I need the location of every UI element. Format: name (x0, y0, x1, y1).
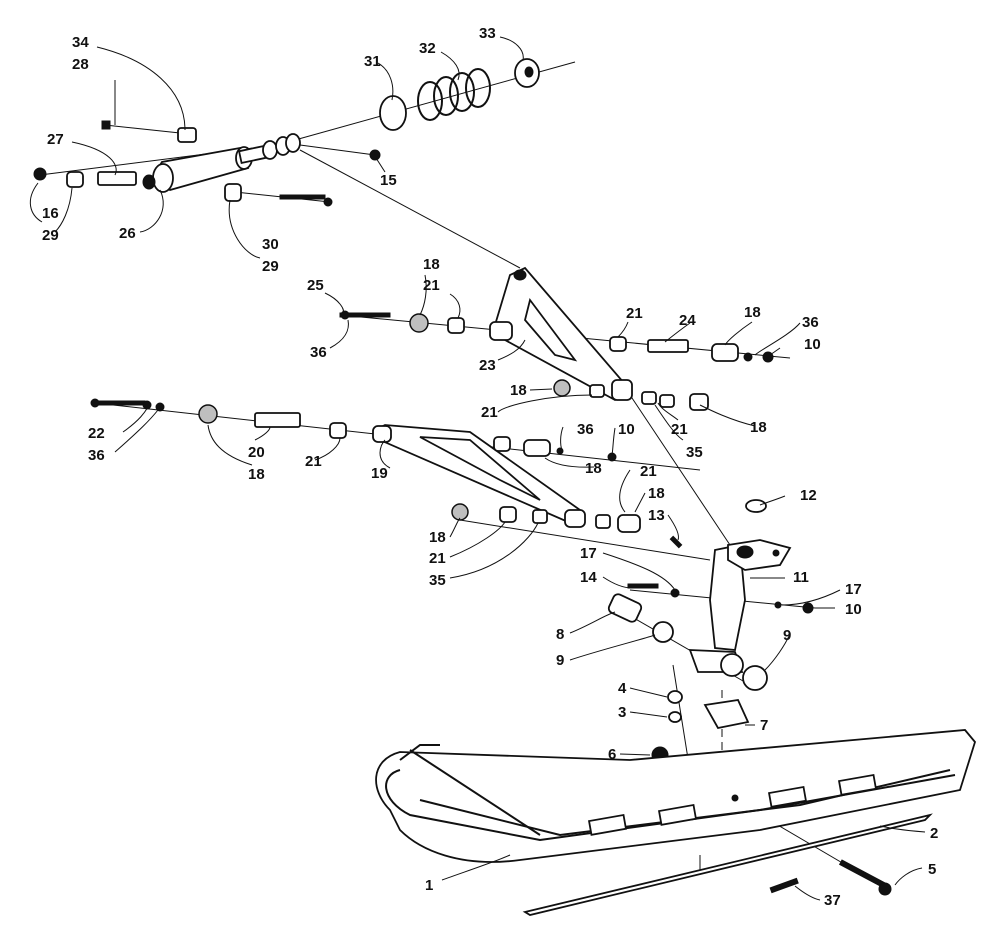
lower-arm-hardware (90, 398, 683, 549)
upper-arm-hardware (339, 310, 774, 411)
callout-21-b: 21 (626, 305, 643, 322)
callout-29-a: 29 (42, 227, 59, 244)
callout-21-f: 21 (640, 463, 657, 480)
callout-18-f: 18 (585, 460, 602, 477)
callout-12: 12 (800, 487, 817, 504)
callout-35-b: 35 (429, 572, 446, 589)
callout-21-a: 21 (423, 277, 440, 294)
ski-bolts (769, 859, 892, 896)
callout-6: 6 (608, 746, 616, 763)
callout-15: 15 (380, 172, 397, 189)
callout-5: 5 (928, 861, 936, 878)
callout-18-d: 18 (750, 419, 767, 436)
callout-9-b: 9 (783, 627, 791, 644)
shock-absorber (142, 133, 301, 193)
callout-16: 16 (42, 205, 59, 222)
callout-18-h: 18 (429, 529, 446, 546)
ski-spindle (627, 499, 814, 677)
callout-30: 30 (262, 236, 279, 253)
callout-31: 31 (364, 53, 381, 70)
leader-lines (29, 36, 926, 901)
callout-21-e: 21 (305, 453, 322, 470)
callout-4: 4 (618, 680, 627, 697)
callout-23: 23 (479, 357, 496, 374)
callout-36-d: 36 (577, 421, 594, 438)
callout-labels: 34 28 31 32 33 27 15 16 29 26 30 29 25 1… (42, 25, 938, 909)
callout-17-b: 17 (845, 581, 862, 598)
callout-25: 25 (307, 277, 324, 294)
ski-body (375, 729, 977, 863)
callout-33: 33 (479, 25, 496, 42)
lower-a-arm (372, 424, 586, 528)
upper-a-arm (489, 266, 633, 402)
callout-24: 24 (679, 312, 696, 329)
callout-11: 11 (793, 569, 809, 586)
callout-18-a: 18 (423, 256, 440, 273)
callout-3: 3 (618, 704, 626, 721)
callout-21-d: 21 (671, 421, 688, 438)
callout-32: 32 (419, 40, 436, 57)
callout-36-c: 36 (88, 447, 105, 464)
callout-14: 14 (580, 569, 597, 586)
callout-17-a: 17 (580, 545, 597, 562)
callout-1: 1 (425, 877, 433, 894)
callout-13: 13 (648, 507, 665, 524)
callout-2: 2 (930, 825, 938, 842)
callout-36-a: 36 (310, 344, 327, 361)
spindle-bushings (607, 593, 768, 764)
callout-7: 7 (760, 717, 768, 734)
callout-35-a: 35 (686, 444, 703, 461)
callout-20: 20 (248, 444, 265, 461)
callout-9-a: 9 (556, 652, 564, 669)
callout-22: 22 (88, 425, 105, 442)
callout-34: 34 (72, 34, 89, 51)
callout-21-g: 21 (429, 550, 446, 567)
callout-27: 27 (47, 131, 64, 148)
callout-10-a: 10 (804, 336, 821, 353)
callout-21-c: 21 (481, 404, 498, 421)
callout-29-b: 29 (262, 258, 279, 275)
callout-28: 28 (72, 56, 89, 73)
shock-mount-hardware (33, 120, 381, 207)
callout-36-b: 36 (802, 314, 819, 331)
callout-10-b: 10 (618, 421, 635, 438)
ski-wear-bar (522, 813, 933, 916)
callout-18-g: 18 (648, 485, 665, 502)
shock-spring-set (379, 58, 540, 131)
callout-19: 19 (371, 465, 388, 482)
callout-18-e: 18 (248, 466, 265, 483)
callout-37: 37 (824, 892, 841, 909)
callout-26: 26 (119, 225, 136, 242)
callout-18-b: 18 (744, 304, 761, 321)
callout-10-c: 10 (845, 601, 862, 618)
callout-8: 8 (556, 626, 564, 643)
callout-18-c: 18 (510, 382, 527, 399)
